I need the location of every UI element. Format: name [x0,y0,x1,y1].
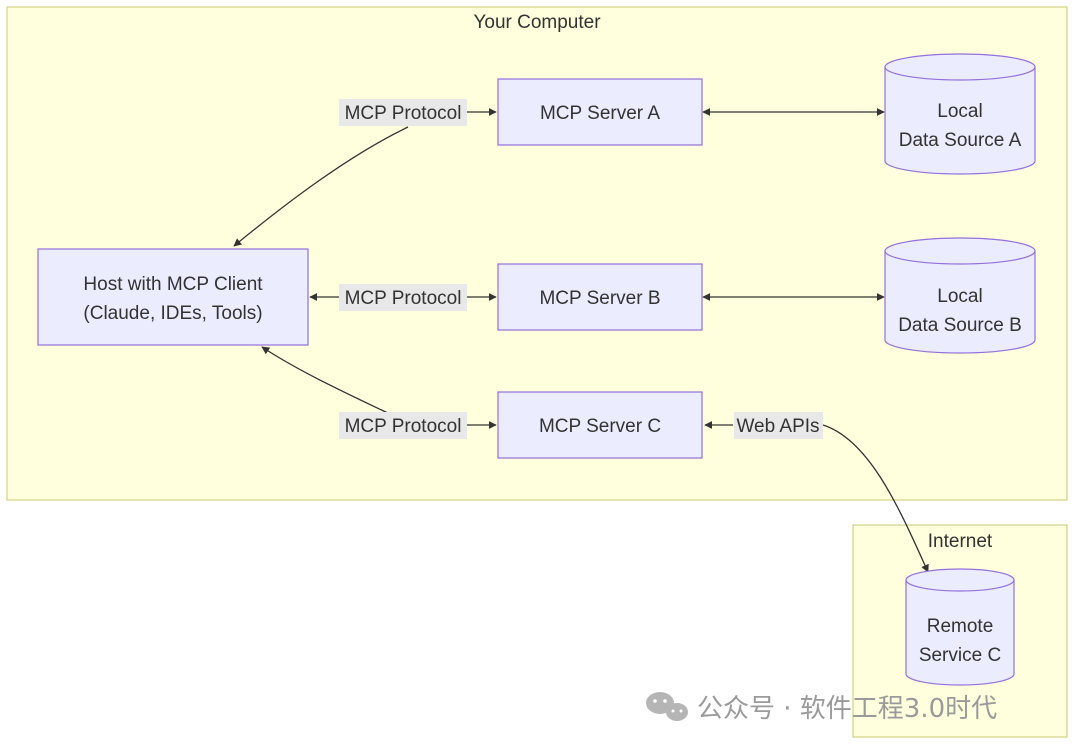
node-remote-service-c: Remote Service C [905,568,1015,686]
edge-label-host-a: MCP Protocol [339,99,467,126]
watermark: 公众号 · 软件工程3.0时代 [646,692,997,724]
cluster-internet: Internet [852,524,1068,738]
wechat-icon [646,692,688,721]
edge-host-server-a [233,126,409,247]
node-host-with-mcp-client: Host with MCP Client (Claude, IDEs, Tool… [37,248,309,346]
node-server-c-label: MCP Server C [539,416,661,437]
edge-web-apis-remote-c [822,424,929,573]
edge-label-text: MCP Protocol [345,416,462,437]
cluster-label-your-computer: Your Computer [473,12,601,33]
node-ds-b-line-1: Local [937,286,982,307]
edge-label-host-c: MCP Protocol [339,412,467,439]
edge-label-host-b: MCP Protocol [339,284,467,311]
edge-label-text: MCP Protocol [345,103,462,124]
cluster-label-internet: Internet [928,531,993,552]
node-remote-c-line-1: Remote [927,616,994,637]
edge-label-text: MCP Protocol [345,288,462,309]
node-local-data-source-a: Local Data Source A [884,53,1036,175]
node-mcp-server-b: MCP Server B [497,263,703,331]
edge-label-text: Web APIs [736,416,819,437]
node-host-line-1: Host with MCP Client [83,274,263,295]
node-ds-b-line-2: Data Source B [898,315,1022,336]
node-server-b-label: MCP Server B [539,288,660,309]
node-ds-a-line-1: Local [937,101,982,122]
node-host-line-2: (Claude, IDEs, Tools) [83,303,262,324]
node-remote-c-line-2: Service C [919,645,1001,666]
edge-label-web-apis: Web APIs [734,412,823,439]
node-server-a-label: MCP Server A [540,103,660,124]
node-mcp-server-c: MCP Server C [497,391,703,459]
watermark-text: 公众号 · 软件工程3.0时代 [697,694,997,724]
edge-host-server-c [261,346,393,416]
node-ds-a-line-2: Data Source A [899,130,1022,151]
node-mcp-server-a: MCP Server A [497,78,703,146]
node-local-data-source-b: Local Data Source B [884,237,1036,354]
